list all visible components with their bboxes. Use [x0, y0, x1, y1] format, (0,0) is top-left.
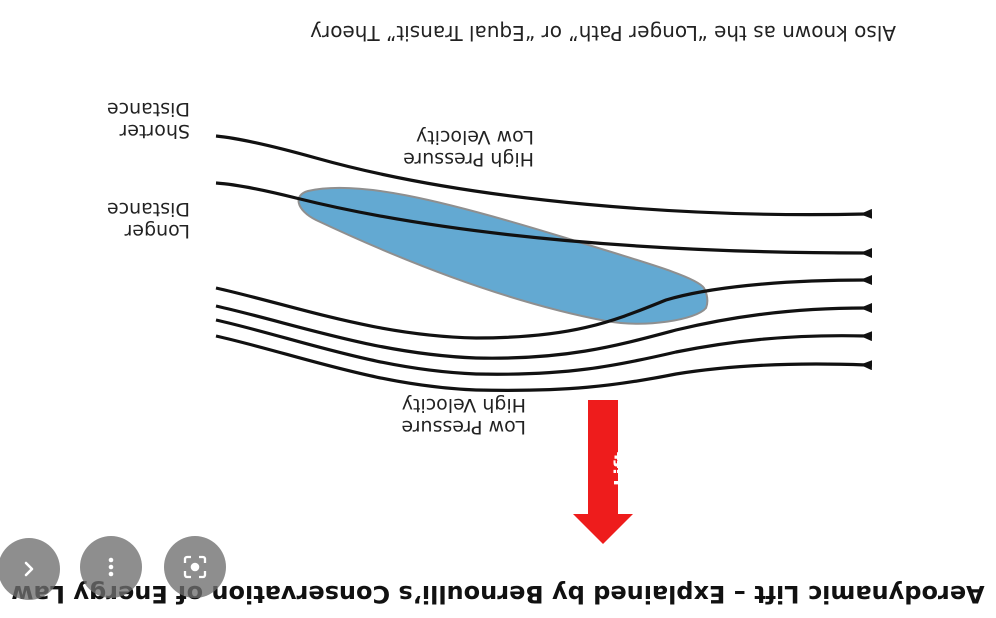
diagram-subtitle: Also known as the “Longer Path” or “Equa… — [310, 21, 896, 45]
airfoil-shape — [297, 186, 709, 325]
longer-distance-label: Longer Distance — [106, 198, 190, 242]
lift-arrow — [573, 400, 633, 544]
streamline — [215, 181, 873, 259]
streamline — [215, 318, 873, 376]
next-button[interactable] — [0, 538, 60, 600]
more-options-button[interactable] — [80, 536, 142, 598]
bottom-region-label: Low Pressure High Velocity — [401, 394, 526, 438]
streamline — [215, 134, 873, 219]
next-chevron-icon — [24, 561, 34, 577]
streamline — [215, 334, 873, 392]
streamline — [215, 302, 873, 360]
top-region-label: High Pressure Low Velocity — [403, 126, 534, 170]
visual-search-icon — [183, 555, 207, 579]
streamline — [215, 274, 873, 340]
lift-label: Lift — [611, 451, 632, 486]
visual-search-button[interactable] — [164, 536, 226, 598]
shorter-distance-label: Shorter Distance — [106, 98, 190, 142]
more-options-icon — [108, 557, 114, 577]
